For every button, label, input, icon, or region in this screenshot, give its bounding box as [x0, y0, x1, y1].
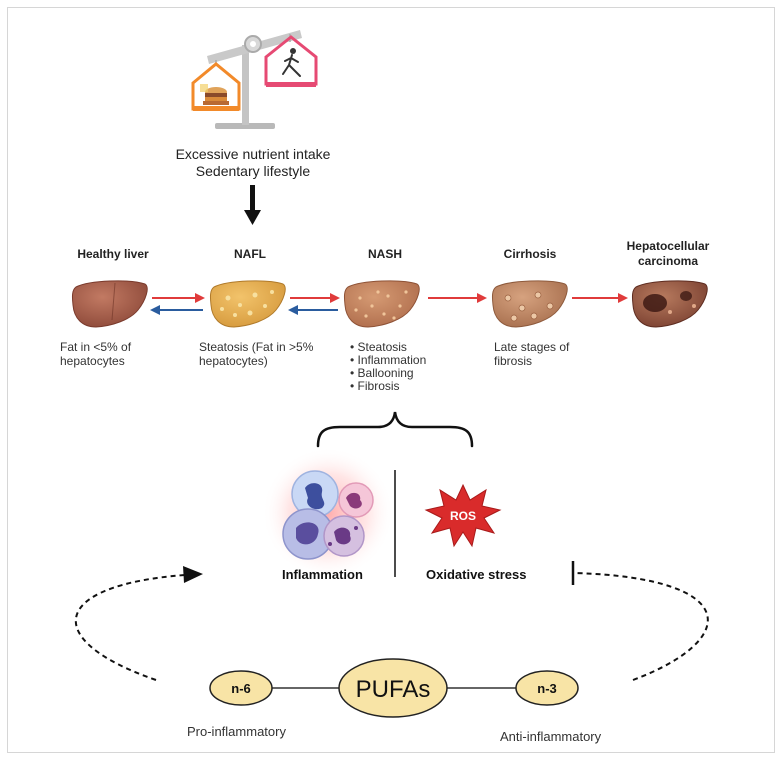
- immune-cells-icon: [262, 447, 394, 579]
- nash-feature-item: Inflammation: [350, 354, 450, 367]
- nash-feature-item: Fibrosis: [350, 380, 450, 393]
- balance-scale-icon: [207, 30, 302, 129]
- nafl-to-nash-arrows: [288, 293, 340, 315]
- nash-liver-icon: [343, 280, 420, 328]
- lifestyle-line-1: Excessive nutrient intake: [175, 146, 331, 162]
- down-arrow-icon: [244, 185, 261, 225]
- n6-label: n-6: [231, 681, 251, 696]
- n3-label: n-3: [537, 681, 557, 696]
- nash-features-list: Steatosis Inflammation Ballooning Fibros…: [350, 341, 450, 393]
- nash-feature-item: Steatosis: [350, 341, 450, 354]
- figure-frame: [7, 7, 775, 753]
- curly-brace: [316, 411, 474, 448]
- stage-desc-cirrhosis: Late stages of fibrosis: [494, 340, 570, 368]
- cirrhosis-liver-icon: [491, 280, 568, 328]
- stage-title-carcinoma: Hepatocellular carcinoma: [626, 239, 710, 268]
- running-person-house-icon: [264, 35, 318, 87]
- nafl-liver-icon: [209, 280, 286, 328]
- stage-title-cirrhosis: Cirrhosis: [503, 247, 557, 261]
- anti-inflammatory-dashed-inhibition: [574, 572, 709, 681]
- stage-title-nafl: NAFL: [234, 247, 266, 261]
- oxidative-stress-label: Oxidative stress: [426, 567, 527, 582]
- junk-food-house-icon: [191, 62, 241, 111]
- stage-title-healthy: Healthy liver: [77, 247, 149, 261]
- healthy-to-nafl-arrows: [150, 293, 205, 315]
- inflammation-label: Inflammation: [282, 567, 363, 582]
- pufa-ellipse: [338, 658, 448, 718]
- stage-desc-nafl: Steatosis (Fat in >5% hepatocytes): [199, 340, 314, 368]
- stage-title-nash: NASH: [367, 247, 402, 261]
- n3-ellipse: [515, 670, 579, 706]
- nash-feature-item: Ballooning: [350, 367, 450, 380]
- n6-role-label: Pro-inflammatory: [187, 724, 286, 739]
- lifestyle-text: Excessive nutrient intake Sedentary life…: [150, 146, 356, 180]
- carcinoma-liver-icon: [631, 280, 708, 328]
- ros-burst-icon: [424, 483, 502, 548]
- n3-role-label: Anti-inflammatory: [500, 729, 602, 744]
- lifestyle-line-2: Sedentary lifestyle: [195, 163, 311, 179]
- pro-inflammatory-dashed-arrow: [74, 574, 186, 681]
- pufa-label: PUFAs: [356, 676, 431, 703]
- n6-ellipse: [209, 670, 273, 706]
- ros-label: ROS: [450, 509, 476, 523]
- arrowhead-icon: [183, 566, 203, 583]
- stage-desc-healthy: Fat in <5% of hepatocytes: [60, 340, 132, 368]
- healthy-liver-icon: [71, 280, 148, 328]
